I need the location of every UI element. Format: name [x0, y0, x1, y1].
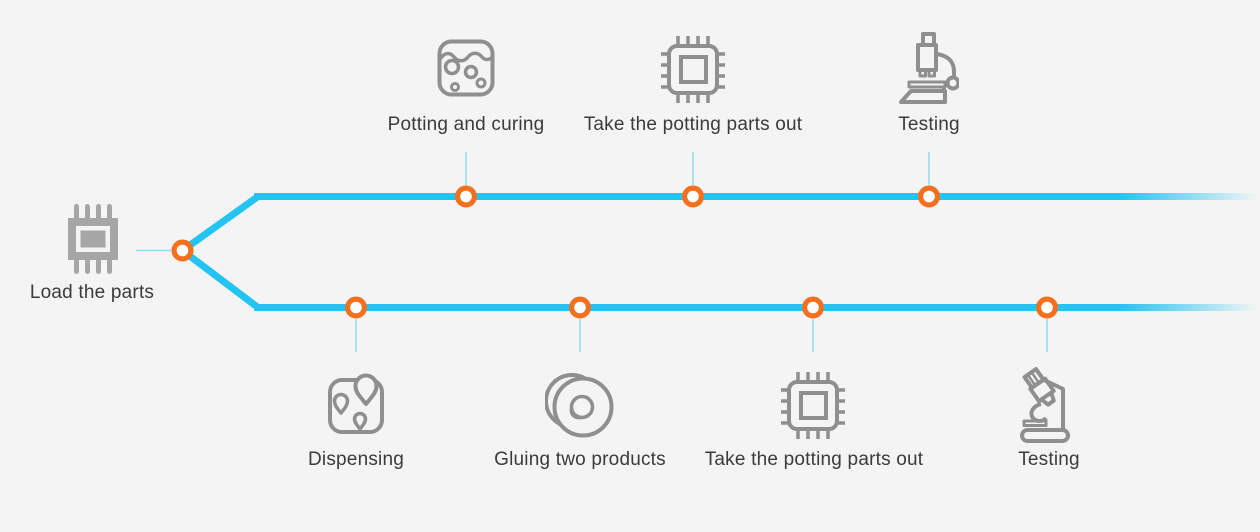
step-label-testing-bottom: Testing [1018, 449, 1080, 470]
step-label-load-the-parts: Load the parts [29, 282, 155, 303]
flow-node-take-out-bottom [801, 296, 824, 319]
microscope-icon [899, 32, 959, 104]
microscope-tilted-icon [1020, 367, 1070, 443]
flow-node-dispensing [345, 296, 368, 319]
step-label-gluing-two-products: Gluing two products [494, 449, 666, 470]
glue-discs-icon [545, 373, 614, 438]
flow-node-testing-bottom [1035, 296, 1058, 319]
node-connector-lines [355, 152, 1048, 352]
step-label-take-parts-out-bottom: Take the potting parts out [704, 449, 924, 470]
map-pins-icon [328, 373, 384, 434]
flow-node-gluing [568, 296, 591, 319]
chip-outline-icon [779, 370, 847, 440]
chip-outline-icon [659, 34, 727, 104]
flow-node-testing-top [917, 185, 940, 208]
flow-node-potting [455, 185, 478, 208]
potting-container-icon [437, 39, 495, 97]
step-label-dispensing: Dispensing [308, 449, 404, 470]
step-label-potting-and-curing: Potting and curing [387, 114, 545, 135]
flow-node-start [171, 239, 194, 262]
branch-fork-line [179, 193, 261, 311]
flow-node-take-out-top [681, 185, 704, 208]
step-label-testing-top: Testing [898, 114, 960, 135]
chip-filled-icon [68, 204, 118, 274]
step-label-take-parts-out-top: Take the potting parts out [583, 114, 803, 135]
